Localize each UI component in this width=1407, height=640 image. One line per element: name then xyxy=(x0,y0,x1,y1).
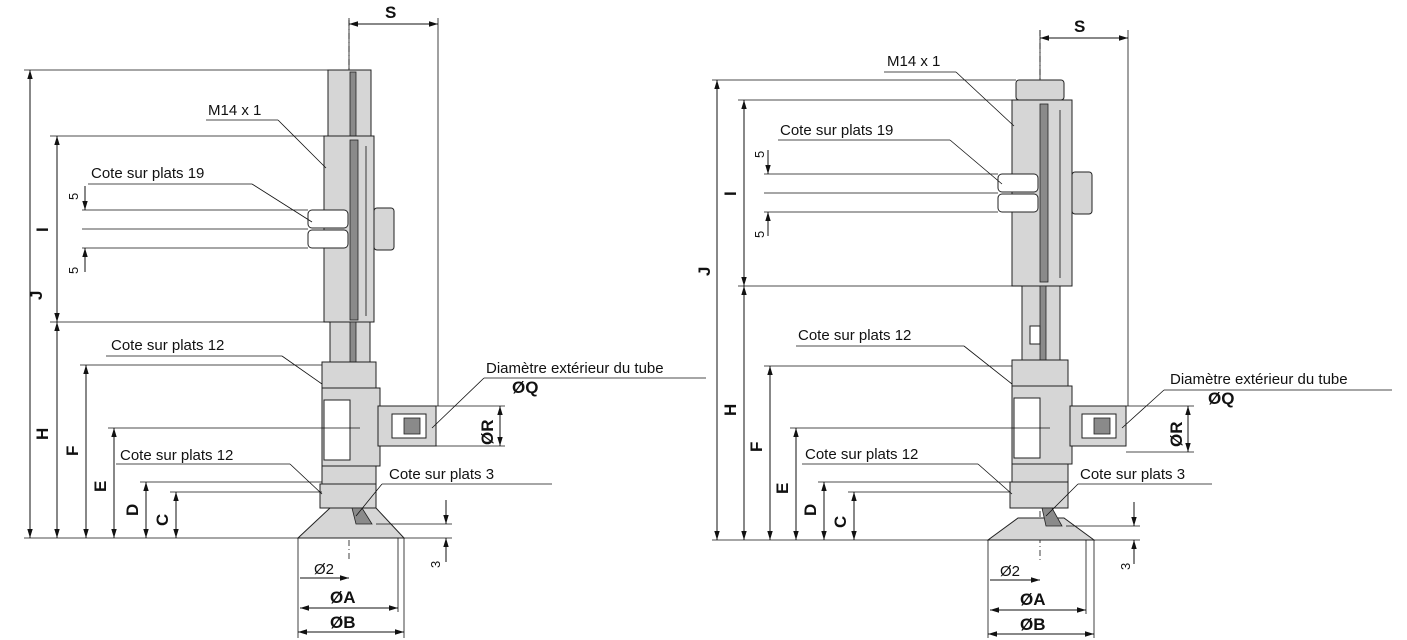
right-suction-pad xyxy=(986,517,1096,541)
left-flats3-leader-b xyxy=(355,483,383,517)
left-threaded-body xyxy=(323,135,375,323)
right-dim-d: D xyxy=(801,504,820,516)
left-dim-r: ØR xyxy=(478,420,497,446)
right-body-core xyxy=(1039,103,1049,283)
left-flats-3-label: Cote sur plats 3 xyxy=(389,466,494,483)
right-top-nut xyxy=(1015,79,1065,101)
right-fitting-collet xyxy=(1093,417,1111,435)
right-tube-leader-b xyxy=(1121,389,1165,429)
right-dim-s: S xyxy=(1074,17,1085,36)
left-thread-leader-b xyxy=(277,119,327,169)
left-nut-lower xyxy=(307,229,349,249)
right-tube-od-label: Diamètre extérieur du tube xyxy=(1170,371,1348,388)
left-dim-5-top: 5 xyxy=(66,193,81,200)
left-elbow-window xyxy=(323,399,351,461)
right-nut-lower xyxy=(997,193,1039,213)
right-dim-i: I xyxy=(721,191,740,196)
right-flats12-top-leader-b xyxy=(963,345,1013,385)
right-pad-core xyxy=(1041,507,1063,527)
right-dim-c: C xyxy=(831,516,850,528)
left-tube-od-label: Diamètre extérieur du tube xyxy=(486,360,664,377)
left-dim-h: H xyxy=(33,428,52,440)
left-suction-pad xyxy=(296,507,406,539)
left-rod-core xyxy=(349,71,357,139)
left-flats12-top-leader-b xyxy=(281,355,323,385)
left-body-core xyxy=(349,139,359,321)
right-nut-side xyxy=(1071,171,1093,215)
right-dim-5-bottom: 5 xyxy=(752,231,767,238)
right-hex-12-top xyxy=(1011,359,1069,387)
left-tube-q-label: ØQ xyxy=(512,378,538,397)
left-flats19-leader-b xyxy=(251,183,313,223)
right-dim-r: ØR xyxy=(1167,422,1186,448)
right-dim-f: F xyxy=(747,442,766,452)
right-hex-12-bottom xyxy=(1009,481,1069,509)
right-dim-5-top: 5 xyxy=(752,151,767,158)
left-hex-12-top xyxy=(321,361,377,389)
right-flats12-bottom-leader-b xyxy=(977,463,1013,495)
right-dim-e: E xyxy=(773,483,792,494)
right-tube-q-label: ØQ xyxy=(1208,389,1234,408)
left-dim-d: D xyxy=(123,504,142,516)
left-pad-core xyxy=(351,507,373,525)
left-dim-3: 3 xyxy=(428,561,443,568)
left-flats-19-label: Cote sur plats 19 xyxy=(91,165,204,182)
right-thread-leader-b xyxy=(955,71,1015,127)
left-thread-label: M14 x 1 xyxy=(208,102,261,119)
left-dim-c: C xyxy=(153,514,172,526)
left-dim-2: Ø2 xyxy=(314,561,334,578)
left-flats-12-bottom-label: Cote sur plats 12 xyxy=(120,447,233,464)
left-rod-cap xyxy=(327,69,372,141)
right-nut-upper xyxy=(997,173,1039,193)
right-flats-12-top-label: Cote sur plats 12 xyxy=(798,327,911,344)
right-rod-assembly xyxy=(986,79,1127,541)
left-fitting-collet xyxy=(403,417,421,435)
right-flats-12-bottom-label: Cote sur plats 12 xyxy=(805,446,918,463)
left-nut-upper xyxy=(307,209,349,229)
right-view: J I H F E D C 5 5 S Ø xyxy=(695,17,1392,638)
left-dim-a: ØA xyxy=(330,588,356,607)
right-neck xyxy=(1011,463,1069,483)
right-flats-19-label: Cote sur plats 19 xyxy=(780,122,893,139)
left-dim-j: J xyxy=(27,291,46,300)
left-dim-f: F xyxy=(63,446,82,456)
left-lower-core xyxy=(349,321,357,363)
right-thread-label: M14 x 1 xyxy=(887,53,940,70)
right-dim-2: Ø2 xyxy=(1000,563,1020,580)
right-dim-h: H xyxy=(721,404,740,416)
left-flats-12-top-label: Cote sur plats 12 xyxy=(111,337,224,354)
right-dim-3: 3 xyxy=(1118,563,1133,570)
right-lower-core xyxy=(1039,285,1047,361)
left-dim-b: ØB xyxy=(330,613,356,632)
left-tube-leader-b xyxy=(431,377,485,429)
left-flats12-bottom-leader-b xyxy=(289,463,323,495)
right-dim-a: ØA xyxy=(1020,590,1046,609)
left-dim-i: I xyxy=(33,227,52,232)
right-dim-j: J xyxy=(695,267,714,276)
right-dim-b: ØB xyxy=(1020,615,1046,634)
left-dim-5-bottom: 5 xyxy=(66,267,81,274)
left-nut-side xyxy=(373,207,395,251)
left-dim-e: E xyxy=(91,481,110,492)
left-dim-s: S xyxy=(385,3,396,22)
left-rod-assembly xyxy=(296,69,437,539)
left-view: J I H F E D C 5 5 S Ø xyxy=(24,3,706,638)
right-rod-flat xyxy=(1029,325,1041,345)
right-flats-3-label: Cote sur plats 3 xyxy=(1080,466,1185,483)
left-hex-12-bottom xyxy=(319,483,377,509)
left-neck xyxy=(321,465,377,485)
right-flats19-leader-b xyxy=(949,139,1003,185)
right-flats3-leader-b xyxy=(1045,483,1079,517)
